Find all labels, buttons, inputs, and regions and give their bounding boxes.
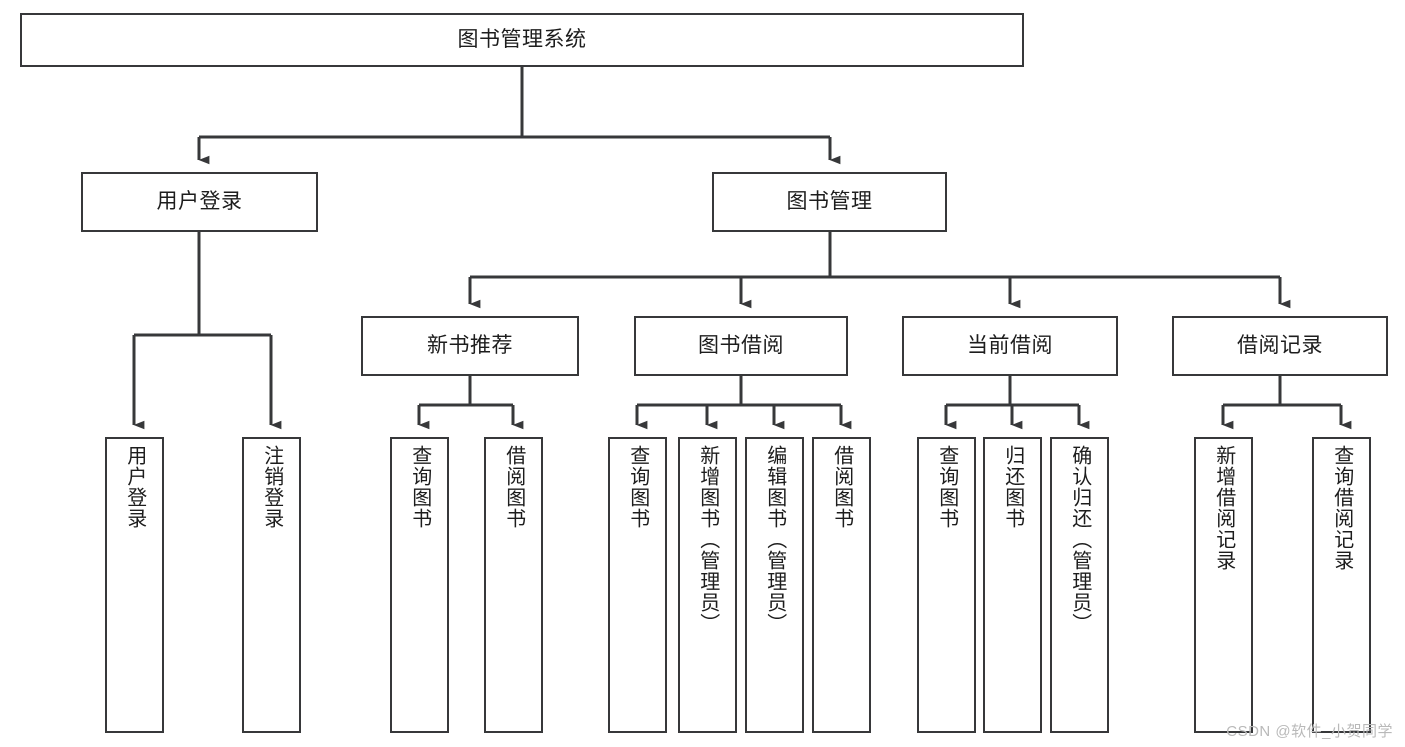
node-book-manage-label: 图书管理	[786, 189, 873, 213]
node-current-borrow[interactable]: 当前借阅	[902, 316, 1118, 376]
node-borrow-record-label: 借阅记录	[1237, 333, 1323, 357]
node-current-borrow-label: 当前借阅	[967, 333, 1053, 357]
node-leaf-user-login[interactable]: 用户登录	[105, 437, 164, 733]
node-leaf-add-borrow-record[interactable]: 新增借阅记录	[1194, 437, 1253, 733]
node-leaf-add-book-admin-label: 新增图书（管理员）	[696, 445, 719, 634]
node-leaf-query-book-1-label: 查询图书	[408, 445, 431, 529]
node-leaf-borrow-book-1-label: 借阅图书	[502, 445, 525, 529]
node-root[interactable]: 图书管理系统	[20, 13, 1024, 67]
node-leaf-logout-login[interactable]: 注销登录	[242, 437, 301, 733]
node-book-manage[interactable]: 图书管理	[712, 172, 947, 232]
node-leaf-add-book-admin[interactable]: 新增图书（管理员）	[678, 437, 737, 733]
node-root-label: 图书管理系统	[457, 27, 587, 51]
node-leaf-borrow-book-2-label: 借阅图书	[830, 445, 853, 529]
node-leaf-query-book-1[interactable]: 查询图书	[390, 437, 449, 733]
node-user-login[interactable]: 用户登录	[81, 172, 318, 232]
node-leaf-add-borrow-record-label: 新增借阅记录	[1212, 445, 1235, 571]
node-leaf-confirm-return-admin-label: 确认归还（管理员）	[1068, 445, 1091, 634]
node-book-borrow-label: 图书借阅	[698, 333, 784, 357]
node-leaf-return-book[interactable]: 归还图书	[983, 437, 1042, 733]
node-leaf-edit-book-admin[interactable]: 编辑图书（管理员）	[745, 437, 804, 733]
node-leaf-query-book-3-label: 查询图书	[935, 445, 958, 529]
node-user-login-label: 用户登录	[156, 189, 243, 213]
node-leaf-query-book-3[interactable]: 查询图书	[917, 437, 976, 733]
node-leaf-borrow-book-1[interactable]: 借阅图书	[484, 437, 543, 733]
node-leaf-borrow-book-2[interactable]: 借阅图书	[812, 437, 871, 733]
node-leaf-return-book-label: 归还图书	[1001, 445, 1024, 529]
node-leaf-query-borrow-record-label: 查询借阅记录	[1330, 445, 1353, 571]
node-new-book-recommend[interactable]: 新书推荐	[361, 316, 579, 376]
watermark-text: CSDN @软件_小贺同学	[1226, 723, 1393, 740]
node-leaf-edit-book-admin-label: 编辑图书（管理员）	[763, 445, 786, 634]
node-leaf-query-book-2-label: 查询图书	[626, 445, 649, 529]
node-leaf-query-book-2[interactable]: 查询图书	[608, 437, 667, 733]
node-leaf-user-login-label: 用户登录	[123, 445, 146, 529]
node-leaf-query-borrow-record[interactable]: 查询借阅记录	[1312, 437, 1371, 733]
node-leaf-logout-login-label: 注销登录	[260, 445, 283, 529]
node-book-borrow[interactable]: 图书借阅	[634, 316, 848, 376]
node-new-book-recommend-label: 新书推荐	[427, 333, 513, 357]
node-leaf-confirm-return-admin[interactable]: 确认归还（管理员）	[1050, 437, 1109, 733]
node-borrow-record[interactable]: 借阅记录	[1172, 316, 1388, 376]
